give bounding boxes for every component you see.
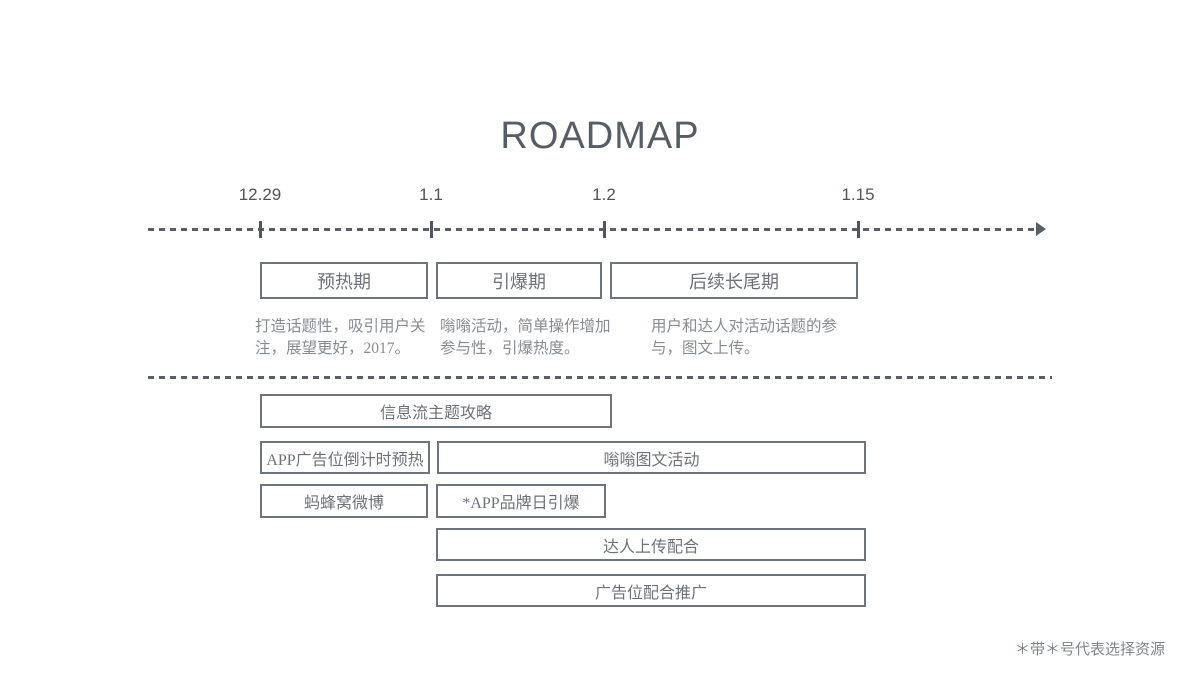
timeline-tick-1-15 xyxy=(857,221,860,238)
phase-box-ignition: 引爆期 xyxy=(436,262,602,299)
phase-box-warmup: 预热期 xyxy=(260,262,428,299)
timeline-dashed-line xyxy=(148,228,1036,231)
timeline-tick-12-29 xyxy=(259,221,262,238)
timeline-date-12-29: 12.29 xyxy=(238,185,282,204)
timeline-date-1-15: 1.15 xyxy=(841,185,875,204)
timeline-tick-1-1 xyxy=(430,221,433,238)
phase-desc-warmup: 打造话题性，吸引用户关注，展望更好，2017。 xyxy=(255,318,426,358)
task-box-feed-topic-guide: 信息流主题攻略 xyxy=(260,394,612,428)
timeline-date-1-1: 1.1 xyxy=(419,185,443,204)
task-box-ad-promotion: 广告位配合推广 xyxy=(436,574,866,607)
task-box-app-brand-day: *APP品牌日引爆 xyxy=(436,484,606,518)
footnote-asterisk-legend: ＊带＊号代表选择资源 xyxy=(1014,642,1165,658)
task-box-app-ad-countdown: APP广告位倒计时预热 xyxy=(260,441,430,474)
phase-desc-ignition: 嗡嗡活动，简单操作增加参与性，引爆热度。 xyxy=(440,318,611,358)
timeline-date-1-2: 1.2 xyxy=(592,185,616,204)
timeline-tick-1-2 xyxy=(603,221,606,238)
phase-box-longtail: 后续长尾期 xyxy=(610,262,858,299)
page-title: ROADMAP xyxy=(500,115,700,157)
timeline-arrow-icon xyxy=(1036,222,1046,236)
task-box-kol-upload: 达人上传配合 xyxy=(436,528,866,561)
task-box-buzz-activity: 嗡嗡图文活动 xyxy=(437,441,866,474)
task-box-mafengwo-weibo: 蚂蜂窝微博 xyxy=(260,484,428,518)
separator-dashed-line xyxy=(148,376,1052,379)
phase-desc-longtail: 用户和达人对活动话题的参与，图文上传。 xyxy=(651,318,838,358)
